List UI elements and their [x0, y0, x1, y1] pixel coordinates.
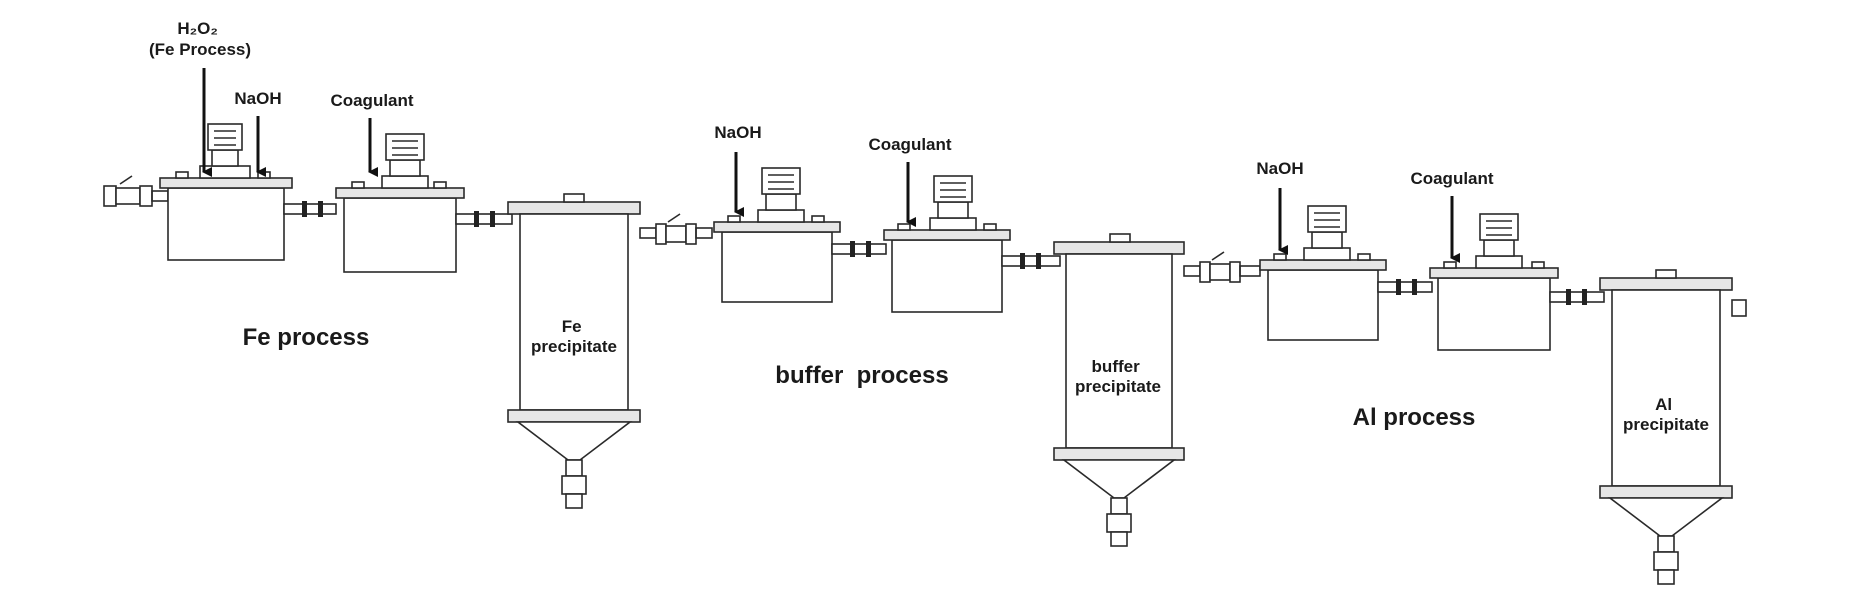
- connector-pipe-icon: [1377, 279, 1433, 295]
- coagulation-tank-2-icon: [883, 175, 1011, 313]
- precipitate-label-fe: Fe precipitate: [531, 317, 617, 356]
- coagulation-tank-1-icon: [335, 133, 465, 273]
- inlet-valve-icon: [103, 175, 169, 207]
- precipitator-al-icon: [1599, 269, 1747, 585]
- reaction-tank-3-icon: [1259, 205, 1387, 341]
- stage-al: NaOH Coagulant Al process Al precipitate: [1183, 159, 1747, 585]
- process-label-fe: Fe process: [243, 324, 370, 351]
- connector-pipe-icon: [1001, 253, 1061, 269]
- input-label-naoh: NaOH: [714, 123, 761, 142]
- precipitator-buffer-icon: [1053, 233, 1185, 547]
- reaction-tank-2-icon: [713, 167, 841, 303]
- precipitator-fe-icon: [507, 193, 641, 509]
- precipitate-label-buffer: buffer precipitate: [1075, 357, 1161, 396]
- connector-pipe-icon: [283, 201, 337, 217]
- input-label-naoh: NaOH: [1256, 159, 1303, 178]
- input-label-coagulant: Coagulant: [1410, 169, 1493, 188]
- precipitate-label-al: Al precipitate: [1623, 395, 1709, 434]
- input-label-coagulant: Coagulant: [868, 135, 951, 154]
- transfer-valve-icon: [1183, 251, 1261, 283]
- input-label-h2o2: H₂O₂ (Fe Process): [149, 19, 251, 59]
- reaction-tank-1-icon: [159, 123, 293, 261]
- process-label-buffer: buffer process: [775, 362, 948, 389]
- coagulation-tank-3-icon: [1429, 213, 1559, 351]
- stage-fe: H₂O₂ (Fe Process) NaOH Coagulant Fe proc…: [103, 19, 641, 509]
- connector-pipe-icon: [1549, 289, 1605, 305]
- input-label-naoh: NaOH: [234, 89, 281, 108]
- stage-buffer: NaOH Coagulant buffer process buffer pre…: [639, 123, 1185, 547]
- connector-pipe-icon: [455, 211, 513, 227]
- transfer-valve-icon: [639, 213, 713, 245]
- connector-pipe-icon: [831, 241, 887, 257]
- input-label-coagulant: Coagulant: [330, 91, 413, 110]
- process-label-al: Al process: [1353, 404, 1476, 431]
